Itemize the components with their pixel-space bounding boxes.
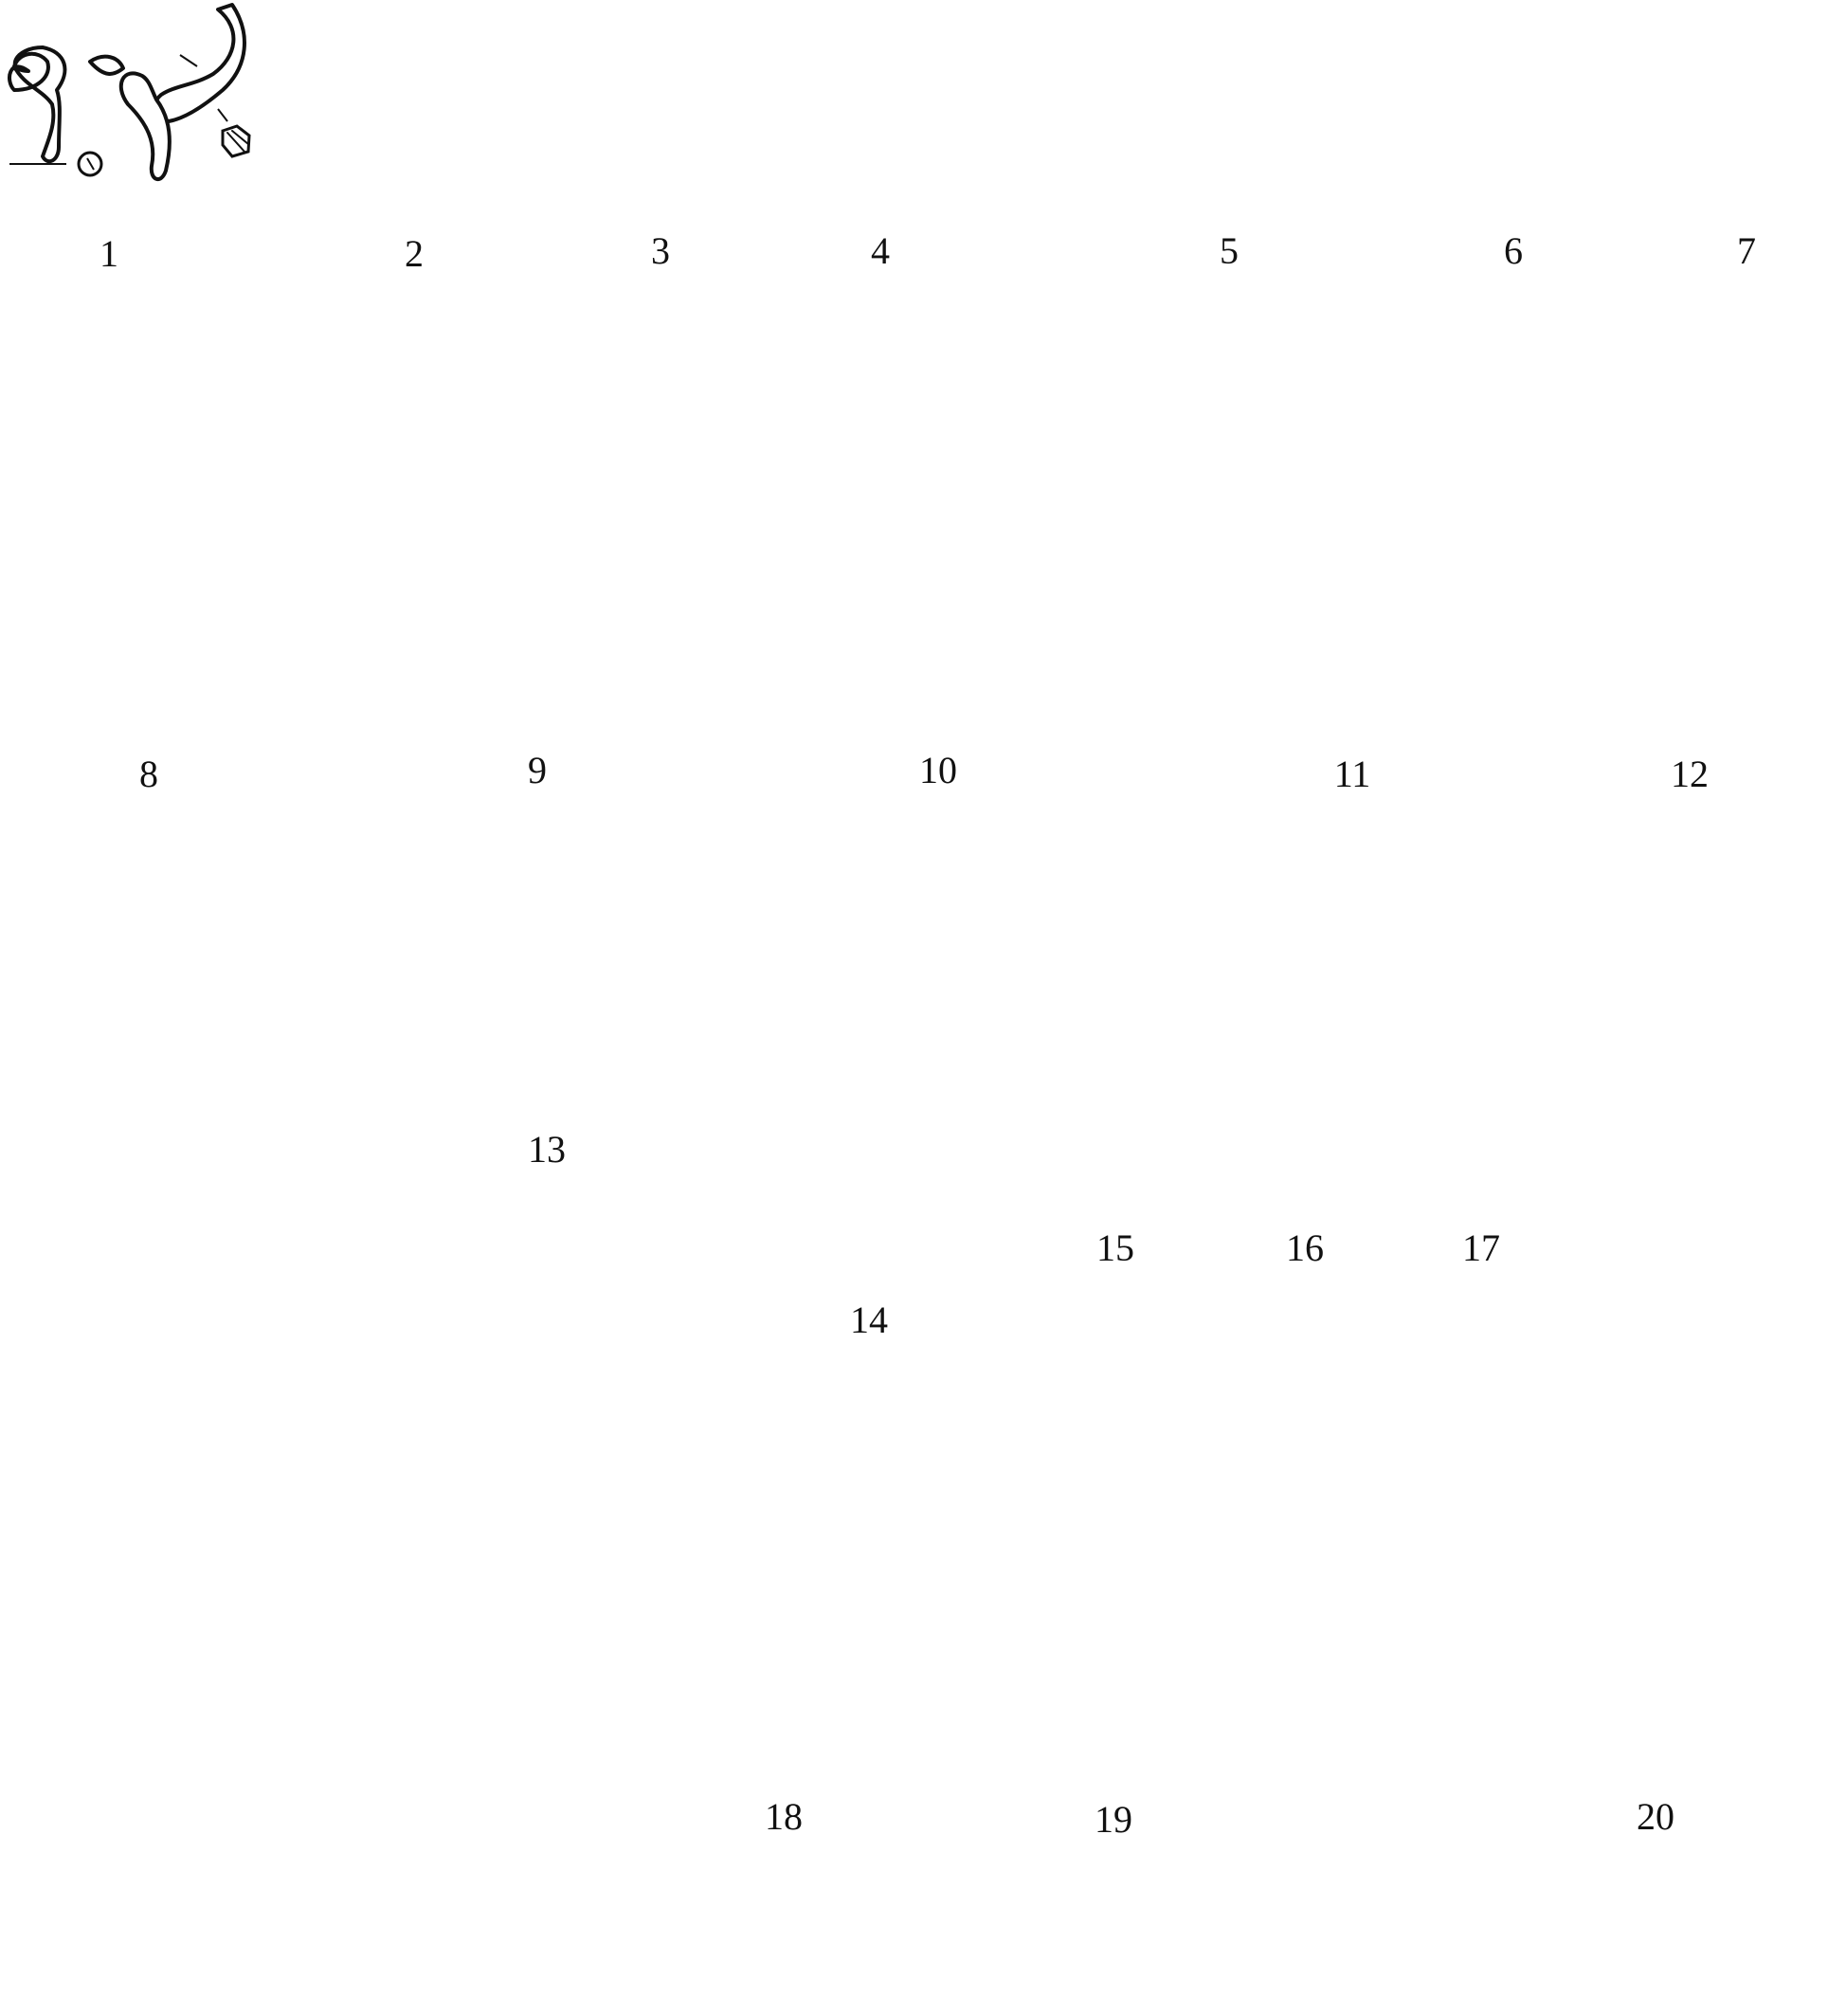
figure-number-12: 12 (1671, 753, 1709, 795)
figure-number-19: 19 (1095, 1798, 1132, 1841)
figure-number-17: 17 (1462, 1226, 1500, 1269)
figure-number-18: 18 (765, 1795, 803, 1838)
figure-number-2: 2 (405, 232, 424, 275)
figure-number-9: 9 (528, 749, 547, 791)
figure-number-15: 15 (1096, 1226, 1134, 1269)
figure-number-13: 13 (528, 1128, 566, 1171)
figure-number-3: 3 (651, 229, 670, 272)
figure-number-10: 10 (919, 749, 957, 791)
figure-number-8: 8 (139, 753, 158, 795)
figure-number-11: 11 (1333, 753, 1371, 795)
figure-number-6: 6 (1504, 229, 1523, 272)
artifact-1-drawing (8, 3, 251, 181)
figure-number-5: 5 (1220, 229, 1239, 272)
figure-number-16: 16 (1286, 1226, 1324, 1269)
figure-number-7: 7 (1737, 229, 1756, 272)
figure-number-14: 14 (850, 1299, 888, 1341)
figure-number-4: 4 (871, 229, 890, 272)
figure-number-20: 20 (1637, 1795, 1674, 1838)
figure-number-1: 1 (100, 232, 118, 275)
